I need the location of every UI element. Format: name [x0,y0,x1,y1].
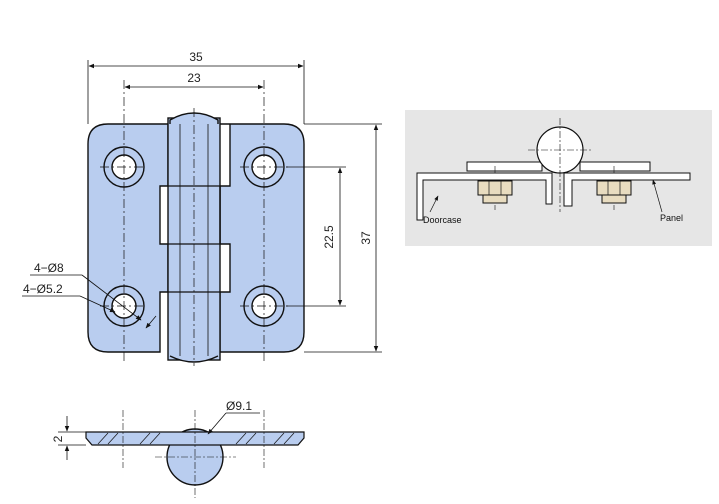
center-lines [100,80,290,366]
thickness-text: 2 [51,435,65,442]
section-view-inset [405,110,712,246]
hole-callouts [22,274,157,329]
hinge-front-view [87,80,305,366]
right-leaf [219,123,305,353]
bottom-view-dimensions [58,412,260,460]
knuckle-diameter-text: Ø9.1 [226,399,252,413]
countersink-callout: 4−Ø8 [34,261,64,275]
nut-left [477,180,513,204]
dim-text-37: 37 [359,231,373,245]
nut-right [596,180,632,204]
doorcase-label: Doorcase [423,215,462,225]
hinge-leaf-right [579,161,651,172]
hinge-bottom-view [85,410,305,498]
hinge-leaf-left [466,161,543,172]
doorcase-profile [416,172,553,221]
front-view-dimensions [87,60,382,353]
dim-text-22-5: 22.5 [322,225,336,249]
dim-text-35: 35 [189,50,203,64]
through-hole-callout: 4−Ø5.2 [23,282,63,296]
panel-label: Panel [660,213,683,223]
dim-text-23: 23 [187,71,201,85]
panel-profile [563,172,691,207]
